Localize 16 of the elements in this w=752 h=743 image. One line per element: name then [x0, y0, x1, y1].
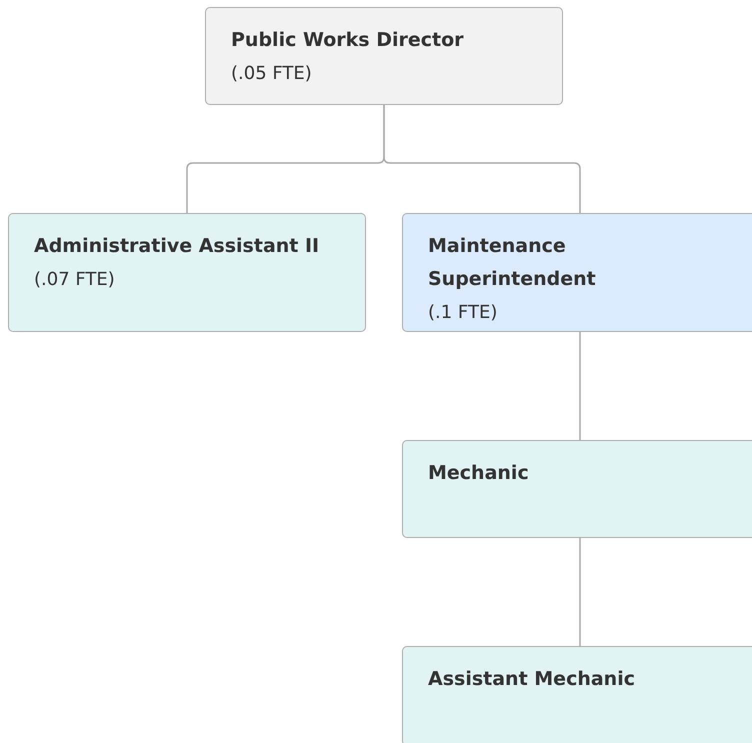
- org-box: [402, 440, 752, 538]
- fte-text: (.1 FTE): [428, 301, 498, 325]
- fte-text: (.07 FTE): [34, 268, 116, 292]
- org-box: [205, 7, 563, 105]
- org-box: [402, 646, 752, 743]
- org-box: [402, 213, 752, 332]
- connector-line: [383, 105, 581, 213]
- connector-line: [579, 538, 581, 646]
- role-title: Maintenance Superintendent: [428, 234, 597, 292]
- role-title: Public Works Director: [231, 28, 465, 53]
- role-title: Assistant Mechanic: [428, 667, 636, 692]
- connector-line: [579, 332, 581, 440]
- role-title: Mechanic: [428, 461, 530, 486]
- role-title: Administrative Assistant II: [34, 234, 320, 259]
- org-box: [8, 213, 366, 332]
- fte-text: (.05 FTE): [231, 62, 313, 86]
